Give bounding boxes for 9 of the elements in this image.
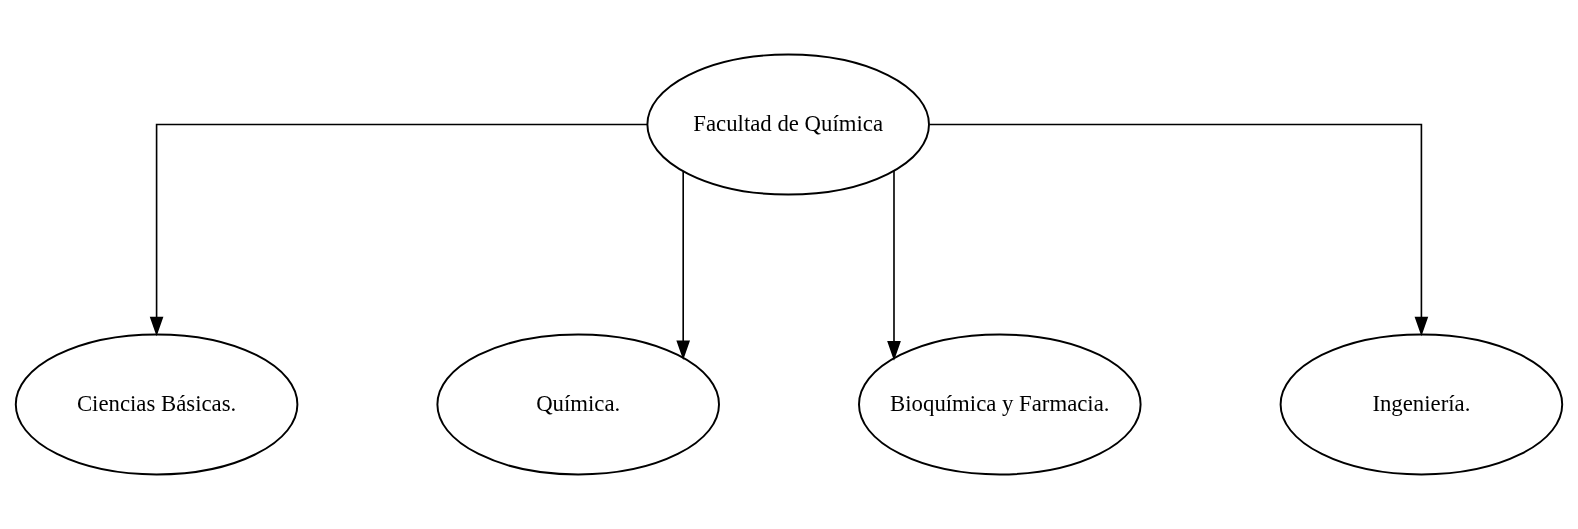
arrow — [928, 123, 1429, 337]
arrow — [676, 170, 691, 360]
node-ellipse: Química. — [436, 333, 720, 476]
arrow — [887, 169, 901, 361]
node-ellipse: Ingeniería. — [1279, 333, 1564, 476]
node-ellipse: Bioquímica y Farmacia. — [858, 333, 1142, 476]
node-ellipse: Facultad de Química — [646, 53, 930, 196]
node-ellipse: Ciencias Básicas. — [14, 333, 299, 476]
arrow — [149, 123, 649, 337]
